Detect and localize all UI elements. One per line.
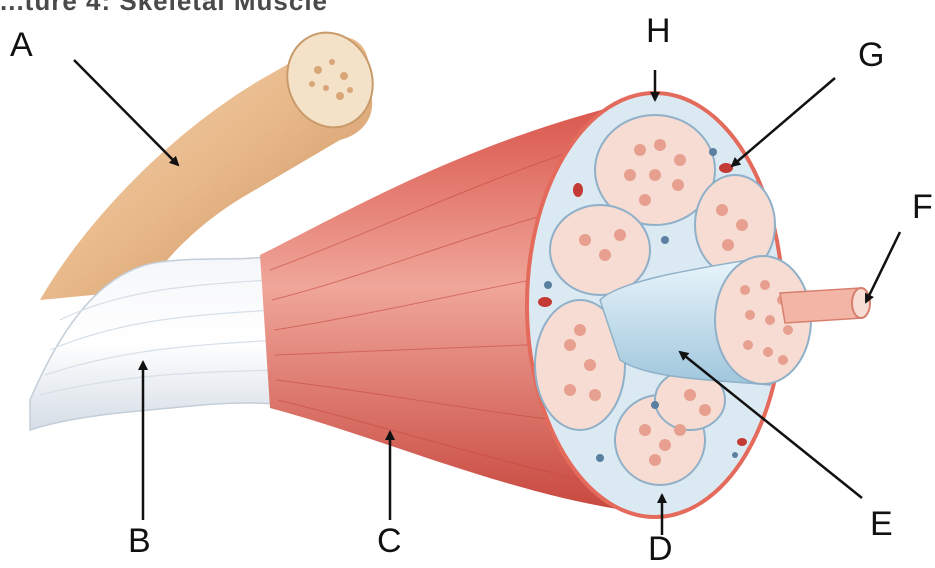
arrow-A [74,60,178,165]
label-E: E [870,507,893,541]
label-H: H [646,14,671,48]
label-A: A [10,28,33,62]
label-D: D [648,532,673,566]
label-F: F [912,190,933,224]
arrow-G [732,78,835,166]
muscle-fiber [780,288,870,323]
arrow-F [866,232,900,302]
label-B: B [128,524,151,558]
label-C: C [377,524,402,558]
label-G: G [858,38,884,72]
